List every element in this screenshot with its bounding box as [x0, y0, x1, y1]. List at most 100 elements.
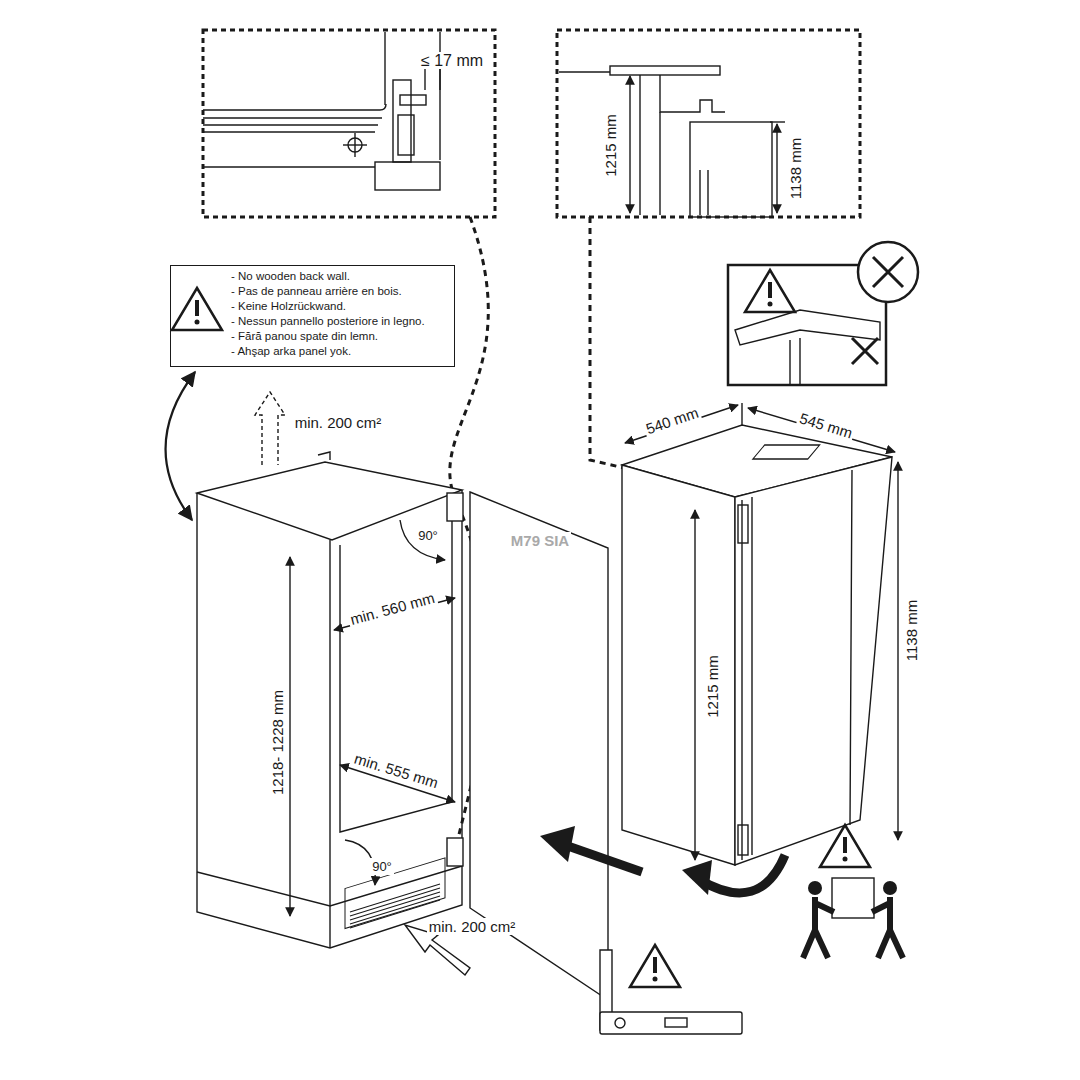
- height-dimension: 1215 mm: [602, 112, 619, 179]
- drawing-part: [329, 540, 330, 948]
- drawing-part: [610, 66, 720, 75]
- drawing-part: [350, 892, 440, 920]
- drawing-part: [745, 270, 795, 312]
- drawing-part: [195, 320, 200, 325]
- drawing-part: [700, 170, 708, 215]
- drawing-part: [197, 490, 462, 948]
- drawing-part: [738, 825, 748, 855]
- drawing-part: [843, 857, 848, 862]
- drawing-part: [832, 878, 874, 918]
- drawing-part: [808, 881, 822, 895]
- drawing-part: [659, 112, 660, 215]
- drawing-part: [682, 860, 712, 895]
- gap-dimension: ≤ 17 mm: [419, 52, 485, 69]
- drawing-part: [203, 117, 382, 118]
- warning-text: - Fără panou spate din lemn.: [231, 329, 448, 344]
- drawing-part: [852, 338, 878, 364]
- angle-label: 90°: [416, 527, 440, 544]
- drawing-part: [350, 888, 440, 916]
- drawing-part: [197, 866, 462, 906]
- drawing-part: [770, 121, 785, 122]
- drawing-part: [255, 392, 285, 465]
- drawing-part: [653, 957, 657, 973]
- drawing-part: [615, 1018, 625, 1028]
- drawing-part: [694, 510, 695, 860]
- drawing-part: [565, 845, 642, 872]
- warning-box: - No wooden back wall.- Pas de panneau a…: [170, 265, 455, 367]
- drawing-part: [735, 457, 892, 865]
- drawing-part: [630, 945, 680, 987]
- ventilation-area: min. 200 cm²: [427, 918, 518, 935]
- drawing-part: [690, 122, 772, 217]
- drawing-part: [768, 282, 772, 298]
- drawing-part: [897, 462, 898, 840]
- drawing-part: [172, 270, 870, 987]
- drawing-part: [873, 257, 903, 287]
- drawing-part: [166, 372, 195, 520]
- drawing-part: [172, 288, 222, 330]
- depth-dimension: 545 mm: [796, 408, 857, 441]
- drawing-part: [447, 838, 463, 866]
- height-dimension: 1215 mm: [704, 653, 721, 720]
- drawing-part: [753, 445, 820, 459]
- drawing-part: [203, 131, 375, 132]
- drawing-part: [203, 124, 378, 125]
- drawing-part: [447, 493, 463, 521]
- drawing-part: [660, 75, 725, 112]
- angle-label: 90°: [370, 858, 394, 875]
- warning-text: - Keine Holzrückwand.: [231, 299, 448, 314]
- drawing-part: [639, 75, 640, 215]
- drawing-part: [557, 30, 860, 217]
- drawing-part: [790, 338, 800, 385]
- drawing-part: [203, 104, 386, 110]
- warning-text: - Nessun pannello posteriore in legno.: [231, 314, 448, 329]
- drawing-part: [195, 300, 199, 316]
- watermark: M79 SIA: [509, 532, 571, 549]
- drawing-part: [375, 162, 440, 190]
- drawing-part: [289, 557, 290, 916]
- drawing-part: [741, 403, 742, 425]
- drawing-part: [653, 977, 658, 982]
- drawing-part: [629, 76, 630, 213]
- drawing-part: [195, 282, 848, 982]
- drawing-part: [742, 470, 852, 860]
- warning-text: - No wooden back wall.: [231, 269, 448, 284]
- ventilation-area: min. 200 cm²: [293, 414, 384, 431]
- drawing-part: [700, 855, 785, 893]
- drawing-part: [203, 30, 495, 217]
- warning-text: - Ahşap arka panel yok.: [231, 344, 448, 359]
- drawing-part: [776, 124, 777, 213]
- niche-height-dimension: 1218- 1228 mm: [270, 687, 287, 796]
- drawing-part: [735, 310, 880, 345]
- depth-dimension: min. 555 mm: [350, 749, 442, 792]
- drawing-part: [600, 1012, 742, 1034]
- width-dimension: 540 mm: [642, 402, 703, 437]
- drawing-part: [803, 897, 903, 958]
- warning-text: - Pas de panneau arrière en bois.: [231, 284, 448, 299]
- drawing-part: [748, 408, 895, 452]
- drawing-part: [203, 166, 375, 167]
- drawing-part: [843, 837, 847, 853]
- width-dimension: min. 560 mm: [346, 588, 438, 628]
- height-dimension: 1138 mm: [903, 597, 920, 662]
- drawing-part: [398, 115, 414, 155]
- drawing-part: [400, 95, 426, 105]
- drawing-part: [400, 520, 445, 560]
- drawing-part: [354, 133, 355, 157]
- drawing-part: [622, 465, 735, 865]
- drawing-part: [858, 242, 918, 302]
- drawing-part: [350, 884, 440, 912]
- height-dimension: 1138 mm: [787, 135, 804, 200]
- drawing-part: [384, 32, 385, 105]
- drawing-part: [559, 71, 610, 72]
- drawing-part: [393, 80, 411, 162]
- drawing-part: [540, 826, 575, 862]
- drawing-part: [820, 825, 870, 867]
- drawing-part: [665, 1018, 687, 1027]
- drawing-part: [738, 505, 748, 543]
- drawing-part: [166, 30, 918, 1034]
- drawing-part: [340, 500, 452, 832]
- drawing-part: [883, 881, 897, 895]
- drawing-part: [768, 302, 773, 307]
